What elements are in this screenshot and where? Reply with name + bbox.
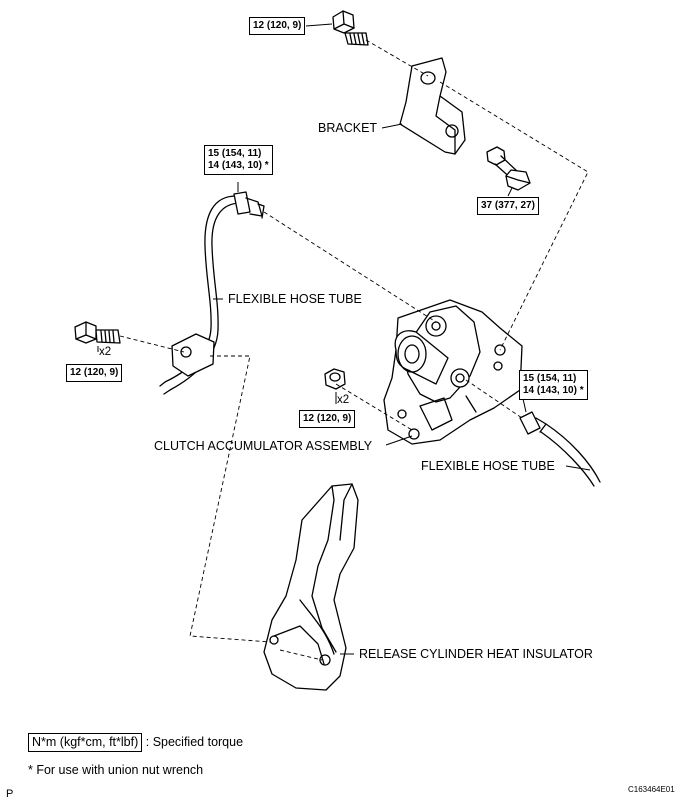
torque-box-top-bolt: 12 (120, 9) — [249, 17, 306, 35]
top-bolt-icon — [332, 10, 369, 46]
label-release-cylinder-heat-insulator: RELEASE CYLINDER HEAT INSULATOR — [359, 647, 593, 661]
center-nut-icon — [324, 368, 346, 390]
torque-box-hose-right: 15 (154, 11) 14 (143, 10) * — [519, 370, 588, 400]
torque-hose-left-line2: 14 (143, 10) * — [208, 160, 269, 171]
bracket-bolt-icon — [486, 146, 531, 191]
torque-box-center-nut: 12 (120, 9) — [299, 410, 356, 428]
legend-torque-unit: N*m (kgf*cm, ft*lbf) : Specified torque — [28, 733, 243, 752]
quantity-left-bolt: x2 — [99, 346, 112, 358]
label-flexible-hose-tube-right: FLEXIBLE HOSE TUBE — [421, 459, 555, 473]
corner-code-right: C163464E01 — [628, 785, 675, 794]
quantity-center-nut: x2 — [337, 394, 350, 406]
heat-insulator-icon — [263, 483, 359, 691]
legend-unit-desc: : Specified torque — [145, 735, 244, 749]
label-bracket: BRACKET — [318, 121, 378, 135]
legend-unit-box: N*m (kgf*cm, ft*lbf) — [28, 733, 143, 752]
corner-code-left: P — [6, 788, 14, 800]
torque-box-bracket-bolt: 37 (377, 27) — [477, 197, 539, 215]
right-hose-tube-icon — [519, 411, 601, 487]
left-hose-tube-icon — [159, 191, 265, 395]
legend-footnote: * For use with union nut wrench — [28, 763, 204, 777]
torque-hose-left-line1: 15 (154, 11) — [208, 148, 262, 159]
clutch-accumulator-icon — [383, 299, 523, 445]
label-flexible-hose-tube-left: FLEXIBLE HOSE TUBE — [228, 292, 362, 306]
left-bolt-icon — [74, 321, 121, 344]
bracket-icon — [399, 57, 466, 155]
torque-box-left-bolt: 12 (120, 9) — [66, 364, 123, 382]
torque-box-hose-left: 15 (154, 11) 14 (143, 10) * — [204, 145, 273, 175]
label-clutch-accumulator-assembly: CLUTCH ACCUMULATOR ASSEMBLY — [154, 439, 373, 453]
torque-hose-right-line2: 14 (143, 10) * — [523, 385, 584, 396]
torque-hose-right-line1: 15 (154, 11) — [523, 373, 577, 384]
